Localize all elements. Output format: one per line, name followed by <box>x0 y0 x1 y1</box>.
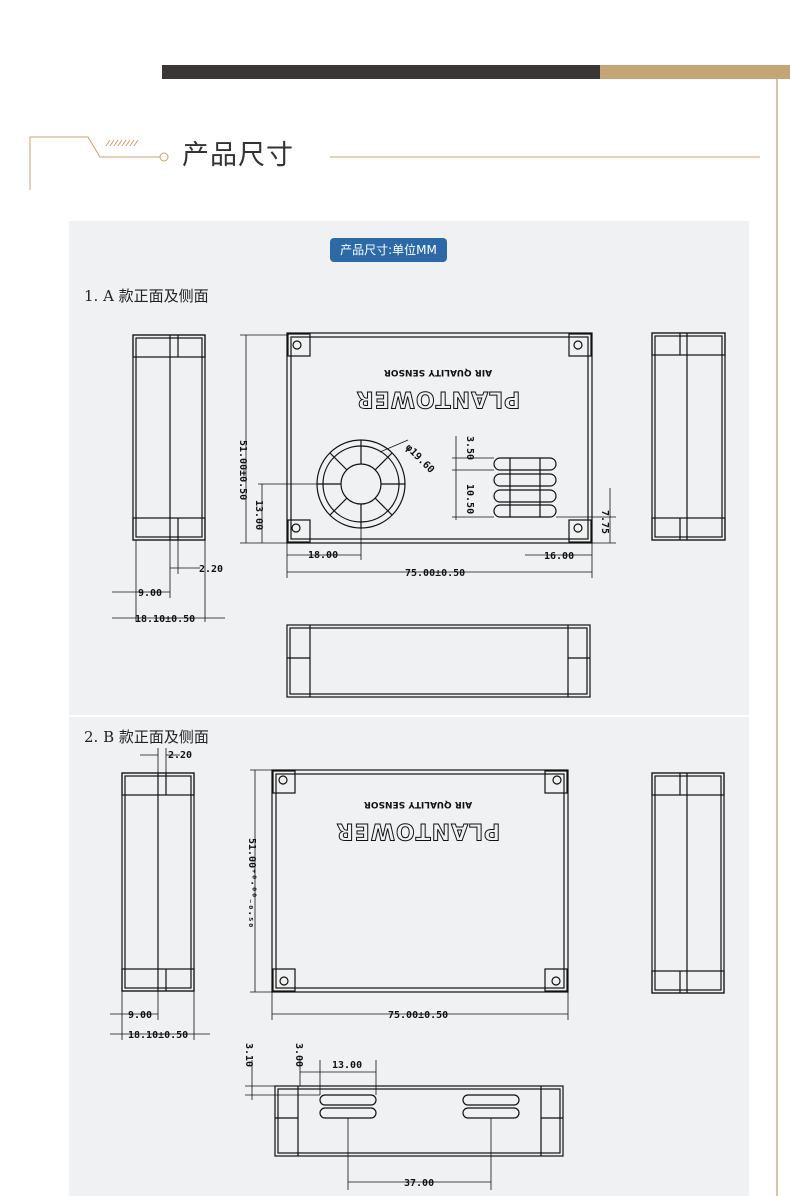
part-b-dim-bottom-offset: 3.10 <box>243 1043 254 1067</box>
part-a-bottom-view <box>286 624 591 698</box>
part-a-dim-vent-right: 16.00 <box>544 551 574 562</box>
part-b-dim-side-step: 2.20 <box>168 750 192 761</box>
part-b-left-side-view <box>121 772 195 992</box>
part-b-dimension-lines <box>110 748 569 1190</box>
part-b-dim-slot-pitch: 37.00 <box>404 1178 434 1189</box>
panel-divider <box>69 715 749 717</box>
part-b-dim-slot-width: 13.00 <box>332 1060 362 1071</box>
part-b-dim-slot-offset: 3.00 <box>293 1043 304 1067</box>
part-a-right-side-view <box>651 332 726 541</box>
part-b-front-view <box>271 769 569 993</box>
part-a-dim-fan-y: 13.00 <box>253 500 264 530</box>
part-b-dim-height: 51.00⁺⁰·⁰⁰₋₀.₅₀ <box>246 838 257 928</box>
top-bar-gold <box>600 65 790 79</box>
part-a-label: 1. A 款正面及侧面 <box>84 287 209 305</box>
part-a-dim-fan-x: 18.00 <box>308 550 338 561</box>
part-a-dim-height: 51.00±0.50 <box>237 440 248 500</box>
part-b-brand-text: PLANTOWER <box>336 818 501 843</box>
part-b-bottom-view <box>274 1085 564 1157</box>
part-a-dim-vent-top: 3.50 <box>464 436 475 460</box>
part-a-dim-side-depth: 18.10±0.50 <box>135 614 195 625</box>
part-a-brand-text: PLANTOWER <box>356 386 521 411</box>
part-b-right-side-view <box>651 772 725 994</box>
top-bar-dark <box>162 65 600 79</box>
part-a-drawing: 51.00±0.50 13.00 18.00 75.00±0.50 16.00 … <box>112 332 726 698</box>
part-a-subtitle-text: AIR QUALITY SENSOR <box>384 367 492 377</box>
part-b-dim-side-depth: 18.10±0.50 <box>128 1030 188 1041</box>
part-a-dimension-lines <box>112 334 616 622</box>
header-decoration <box>29 136 760 190</box>
part-b-dimension-text: 2.20 51.00⁺⁰·⁰⁰₋₀.₅₀ 75.00±0.50 9.00 18.… <box>128 750 448 1189</box>
part-a-dim-vent-gap: 10.50 <box>464 484 475 514</box>
dimension-panel <box>69 221 749 1196</box>
part-a-front-view <box>286 332 593 544</box>
part-a-left-side-view <box>132 334 206 541</box>
part-b-dim-side-half: 9.00 <box>128 1010 152 1021</box>
section-title: 产品尺寸 <box>182 140 294 171</box>
right-border-line <box>776 79 778 1196</box>
part-a-dim-width: 75.00±0.50 <box>405 568 465 579</box>
part-a-dim-vent-bottom: 7.75 <box>599 510 610 534</box>
part-b-label: 2. B 款正面及侧面 <box>84 728 209 746</box>
part-b-subtitle-text: AIR QUALITY SENSOR <box>364 799 472 809</box>
part-a-dim-side-half: 9.00 <box>138 588 162 599</box>
part-a-dim-side-step: 2.20 <box>199 564 223 575</box>
unit-badge: 产品尺寸:单位MM <box>330 238 447 262</box>
part-b-dim-width: 75.00±0.50 <box>388 1010 448 1021</box>
